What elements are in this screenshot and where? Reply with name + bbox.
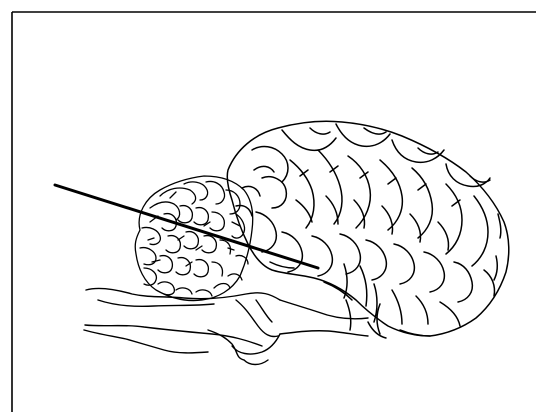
figure-border xyxy=(12,12,536,412)
brainstem-outline xyxy=(84,288,368,364)
cerebrum-outline xyxy=(227,121,509,338)
pointer-line xyxy=(55,185,318,268)
cerebellum-outline xyxy=(135,176,253,301)
